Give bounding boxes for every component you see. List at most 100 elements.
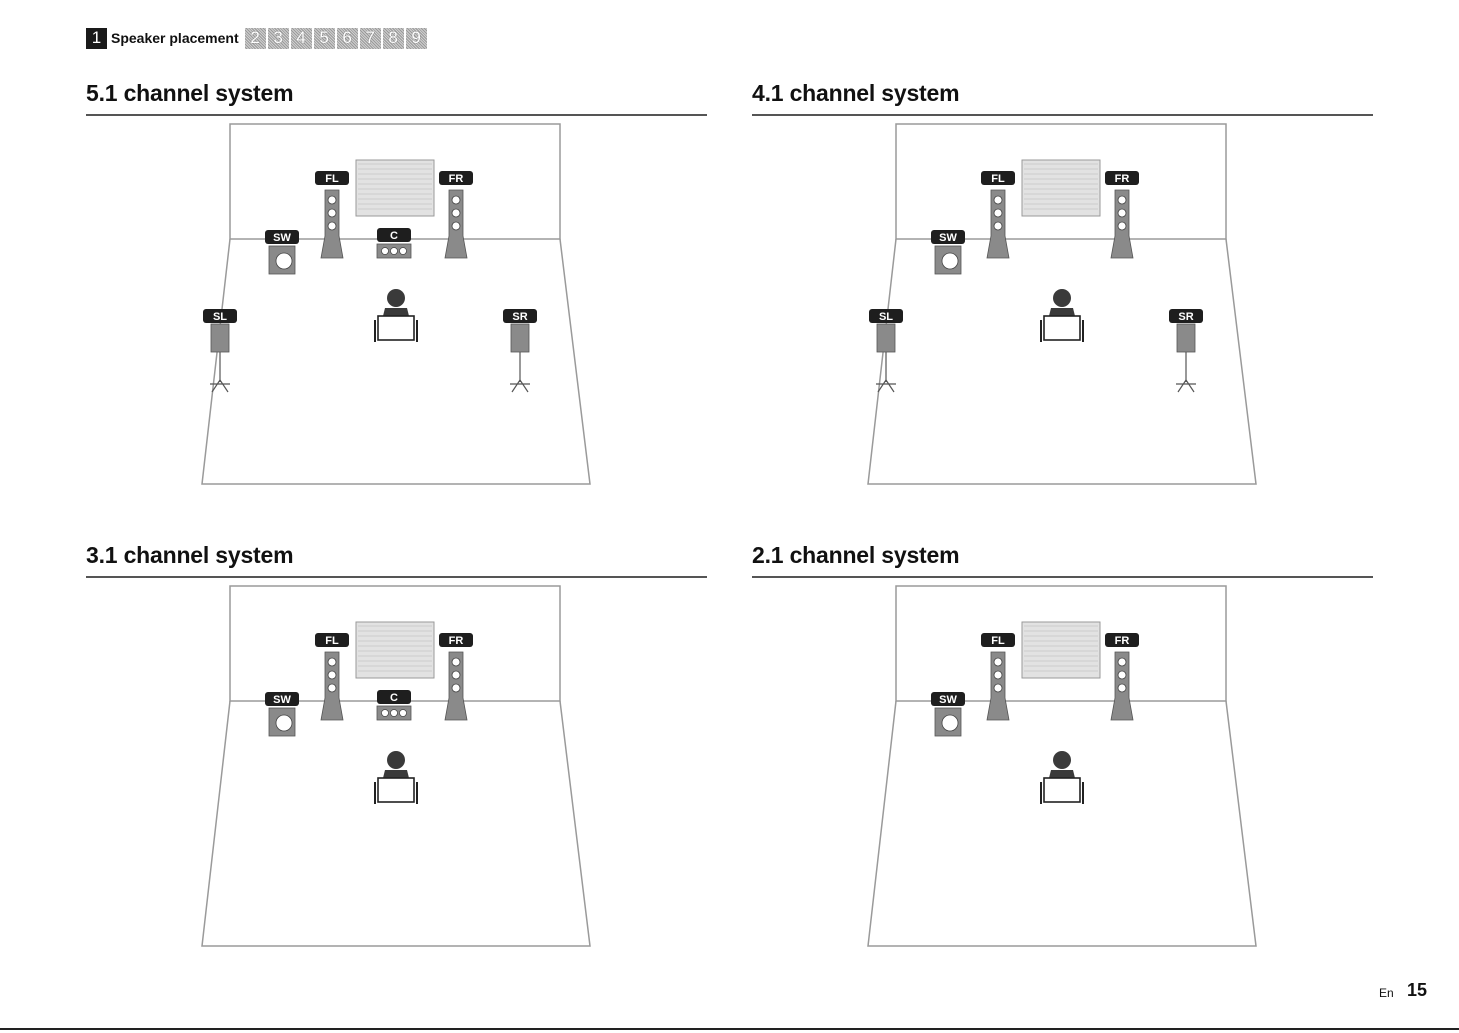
speaker-layout-diagram: FL FR SW C [196, 582, 596, 957]
speaker-label: FL [325, 173, 339, 185]
room-diagram-svg: FL FR SW SL SR [862, 120, 1262, 495]
woofer-icon [1118, 684, 1126, 692]
woofer-icon [328, 196, 336, 204]
woofer-icon [328, 671, 336, 679]
tv-screen [356, 622, 434, 678]
woofer-icon [452, 209, 460, 217]
woofer-icon [452, 196, 460, 204]
woofer-icon [276, 715, 292, 731]
speaker-label: FR [1115, 173, 1130, 185]
listener-head [387, 289, 405, 307]
woofer-icon [994, 196, 1002, 204]
speaker-fr: FR [439, 171, 473, 258]
woofer-icon [1118, 196, 1126, 204]
speaker-fr: FR [1105, 171, 1139, 258]
step-navigation: 1 Speaker placement 2 3 4 5 6 7 8 9 [86, 27, 429, 49]
woofer-icon [452, 658, 460, 666]
listener-shoulders [1049, 308, 1075, 316]
language-code: En [1379, 986, 1394, 1000]
step-1-label[interactable]: Speaker placement [111, 30, 239, 46]
speaker-c: C [377, 690, 411, 720]
speaker-sl: SL [869, 309, 903, 392]
speaker-sl: SL [203, 309, 237, 392]
chair-icon [1044, 316, 1080, 340]
speaker-layout-diagram: FL FR SW SL SR [862, 120, 1262, 495]
title-divider [86, 576, 707, 578]
speaker-label: FR [449, 635, 464, 647]
speaker-fl: FL [981, 633, 1015, 720]
woofer-icon [1118, 671, 1126, 679]
speaker-label: FL [991, 173, 1005, 185]
woofer-icon [994, 209, 1002, 217]
room-diagram-svg: FL FR SW C [196, 582, 596, 957]
panel-title: 3.1 channel system [86, 542, 293, 569]
woofer-icon [328, 209, 336, 217]
listener-icon [375, 751, 417, 804]
speaker-fl: FL [315, 171, 349, 258]
speaker-label: C [390, 692, 398, 704]
listener-icon [1041, 751, 1083, 804]
step-4-badge[interactable]: 4 [291, 28, 312, 49]
speaker-fr: FR [1105, 633, 1139, 720]
speaker-sw: SW [931, 692, 965, 736]
woofer-icon [452, 684, 460, 692]
chair-icon [378, 316, 414, 340]
speaker-label: SR [1178, 311, 1193, 323]
speaker-label: C [390, 230, 398, 242]
step-2-badge[interactable]: 2 [245, 28, 266, 49]
bottom-divider [0, 1028, 1459, 1030]
woofer-icon [400, 710, 407, 717]
step-9-badge[interactable]: 9 [406, 28, 427, 49]
woofer-icon [994, 658, 1002, 666]
step-3-badge[interactable]: 3 [268, 28, 289, 49]
step-5-badge[interactable]: 5 [314, 28, 335, 49]
speaker-sr: SR [1169, 309, 1203, 392]
step-8-badge[interactable]: 8 [383, 28, 404, 49]
step-1-badge[interactable]: 1 [86, 28, 107, 49]
speaker-sw: SW [931, 230, 965, 274]
woofer-icon [1118, 209, 1126, 217]
woofer-icon [1118, 222, 1126, 230]
listener-icon [1041, 289, 1083, 342]
speaker-sr: SR [503, 309, 537, 392]
surround-speaker-body [877, 324, 895, 352]
woofer-icon [382, 710, 389, 717]
woofer-icon [452, 671, 460, 679]
woofer-icon [994, 671, 1002, 679]
woofer-icon [942, 715, 958, 731]
step-7-badge[interactable]: 7 [360, 28, 381, 49]
listener-shoulders [383, 308, 409, 316]
woofer-icon [391, 710, 398, 717]
room-diagram-svg: FL FR SW [862, 582, 1262, 957]
listener-head [1053, 289, 1071, 307]
panel-title: 2.1 channel system [752, 542, 959, 569]
woofer-icon [1118, 658, 1126, 666]
woofer-icon [994, 222, 1002, 230]
speaker-fl: FL [315, 633, 349, 720]
speaker-label: FR [449, 173, 464, 185]
woofer-icon [328, 684, 336, 692]
speaker-sw: SW [265, 230, 299, 274]
speaker-label: FL [991, 635, 1005, 647]
woofer-icon [328, 658, 336, 666]
speaker-label: SW [273, 232, 291, 244]
tv-screen [356, 160, 434, 216]
speaker-fr: FR [439, 633, 473, 720]
speaker-label: SL [213, 311, 227, 323]
step-6-badge[interactable]: 6 [337, 28, 358, 49]
tv-screen [1022, 622, 1100, 678]
speaker-c: C [377, 228, 411, 258]
listener-head [1053, 751, 1071, 769]
woofer-icon [328, 222, 336, 230]
speaker-label: SR [512, 311, 527, 323]
speaker-layout-diagram: FL FR SW C SL SR [196, 120, 596, 495]
room-floor [202, 701, 590, 946]
speaker-sw: SW [265, 692, 299, 736]
page-number: 15 [1407, 980, 1427, 1001]
speaker-label: FL [325, 635, 339, 647]
speaker-label: SW [273, 694, 291, 706]
listener-shoulders [1049, 770, 1075, 778]
woofer-icon [452, 222, 460, 230]
